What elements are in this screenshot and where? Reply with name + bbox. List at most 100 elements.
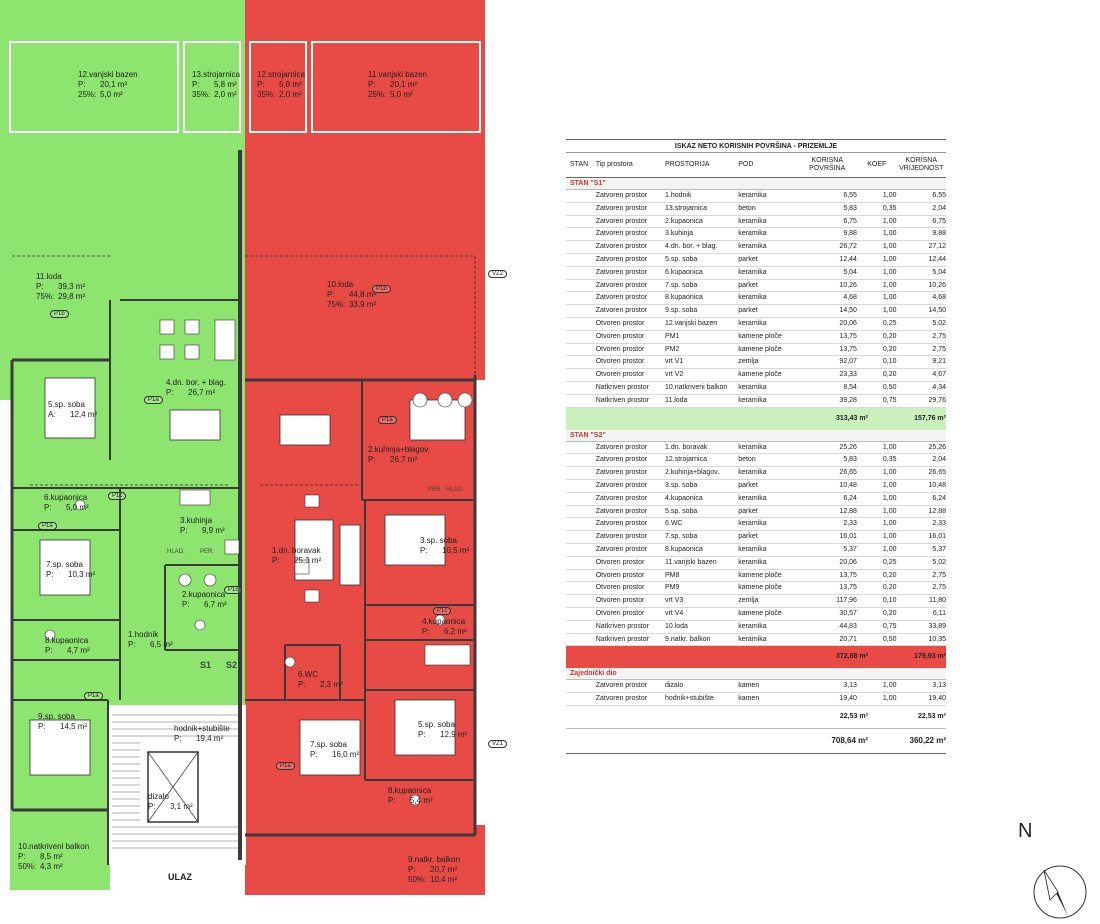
cell-tip-prostora: Zatvoren prostor xyxy=(595,307,648,315)
label-hodnik-stubiste: hodnik+stubište P:19,4 m² xyxy=(174,724,230,743)
cell-koef: 0,20 xyxy=(882,345,897,353)
col-koef: KOEF xyxy=(867,161,887,168)
cell-korisna-vrijednost: 2,33 xyxy=(932,520,946,528)
cell-pod: parket xyxy=(738,281,758,289)
appliance-label: HLAD. xyxy=(446,487,464,493)
appliance-label: PER. xyxy=(200,549,215,555)
cell-stan xyxy=(566,267,596,279)
cell-tip-prostora: Otvoren prostor xyxy=(595,558,645,566)
cell-koef: 0,20 xyxy=(882,371,897,379)
cell-korisna-povrsina: 2,33 xyxy=(843,520,857,528)
cell-tip-prostora: Otvoren prostor xyxy=(595,609,645,617)
cell-stan xyxy=(566,344,596,356)
cell-korisna-povrsina: 16,01 xyxy=(839,533,857,541)
cell-koef: 1,00 xyxy=(882,307,897,315)
cell-stan xyxy=(566,305,596,317)
cell-pod: keramika xyxy=(738,494,767,502)
tag-p1b: P1b xyxy=(372,285,391,293)
cell-koef: 1,00 xyxy=(882,255,897,263)
label-6-wc: 6.WC P:2,3 m² xyxy=(298,670,343,689)
col-stan: STAN xyxy=(570,161,589,168)
cell-korisna-povrsina: 6,24 xyxy=(843,494,857,502)
cell-pod: kamene ploče xyxy=(738,345,782,353)
cell-koef: 1,00 xyxy=(882,192,897,199)
cell-stan xyxy=(566,280,596,292)
cell-prostorija: 8.kupaonica xyxy=(664,294,703,302)
s1-balcony xyxy=(10,810,110,890)
cell-korisna-vrijednost: 27,12 xyxy=(928,243,946,251)
cell-tip-prostora: Zatvoren prostor xyxy=(595,281,648,289)
cell-pod: beton xyxy=(738,204,756,212)
cell-koef: 0,25 xyxy=(882,319,897,327)
cell-tip-prostora: Otvoren prostor xyxy=(595,319,645,327)
cell-prostorija: PM8 xyxy=(664,571,680,579)
cell-korisna-vrijednost: 6,55 xyxy=(932,192,946,199)
cell-tip-prostora: Zatvoren prostor xyxy=(595,507,648,515)
cell-stan xyxy=(566,595,596,607)
compass-icon xyxy=(1033,865,1087,919)
cell-prostorija: 7.sp. soba xyxy=(664,281,698,289)
cell-pod: keramika xyxy=(738,469,767,477)
cell-korisna-povrsina: 14,50 xyxy=(839,307,857,315)
cell-stan xyxy=(566,634,596,646)
section-s1: STAN "S1" xyxy=(566,178,946,190)
label-8-kupaonica-s1: 8.kupaonica P:4,7 m² xyxy=(45,636,90,655)
cell-tip-prostora: Zatvoren prostor xyxy=(595,494,648,502)
cell-prostorija: dizalo xyxy=(664,682,684,690)
cell-koef: 0,20 xyxy=(882,571,897,579)
cell-korisna-povrsina: 44,83 xyxy=(839,622,857,630)
cell-korisna-vrijednost: 10,26 xyxy=(928,281,946,289)
cell-korisna-vrijednost: 33,89 xyxy=(928,622,946,630)
cell-koef: 0,50 xyxy=(882,383,897,391)
cell-pod: kamen xyxy=(738,695,760,703)
cell-korisna-povrsina: 23,33 xyxy=(839,371,857,379)
section-zajednicki: Zajednički dio xyxy=(566,668,946,681)
cell-pod: parket xyxy=(738,533,758,541)
cell-korisna-povrsina: 3,13 xyxy=(843,682,857,690)
cell-prostorija: 12.strojarnica xyxy=(664,456,708,464)
tag-p1b: P1b xyxy=(50,310,69,318)
cell-pod: zemlja xyxy=(738,358,759,366)
cell-tip-prostora: Natkriven prostor xyxy=(595,396,650,404)
cell-prostorija: PM9 xyxy=(664,584,680,592)
cell-pod: parket xyxy=(738,481,758,489)
cell-stan xyxy=(566,480,596,492)
cell-tip-prostora: Zatvoren prostor xyxy=(595,520,648,528)
cell-koef: 0,35 xyxy=(882,456,897,464)
cell-prostorija: PM2 xyxy=(664,345,680,353)
cell-pod: keramika xyxy=(738,268,767,276)
cell-korisna-vrijednost: 11,80 xyxy=(929,597,946,605)
cell-stan xyxy=(566,608,596,620)
cell-prostorija: PM1 xyxy=(664,332,680,340)
cell-pod: keramika xyxy=(738,443,767,451)
cell-pod: keramika xyxy=(738,635,767,643)
total-zaj-value: 22,53 m² xyxy=(917,712,946,720)
total-s1: 313,43 m² 157,76 m² xyxy=(566,407,946,430)
cell-pod: keramika xyxy=(738,545,767,553)
tag-p1a: P1a xyxy=(144,396,163,404)
cell-pod: keramika xyxy=(738,520,767,528)
label-2-kupaonica: 2.kupaonica P:6,7 m² xyxy=(182,590,227,609)
cell-tip-prostora: Zatvoren prostor xyxy=(595,533,648,541)
cell-stan xyxy=(566,382,596,394)
stair-label-s2: S2 xyxy=(226,660,238,670)
cell-prostorija: 3.sp. soba xyxy=(664,481,698,489)
cell-tip-prostora: Zatvoren prostor xyxy=(595,255,648,263)
cell-stan xyxy=(566,693,596,705)
cell-tip-prostora: Zatvoren prostor xyxy=(595,545,648,553)
cell-koef: 1,00 xyxy=(882,533,897,541)
cell-prostorija: 2.kupaonica xyxy=(664,217,703,225)
cell-korisna-povrsina: 39,28 xyxy=(839,396,857,404)
cell-koef: 1,00 xyxy=(882,507,897,515)
label-10-loda: 10.loda P:44,8 m² 75%:33,9 m² xyxy=(327,280,377,309)
cell-tip-prostora: Otvoren prostor xyxy=(595,358,645,366)
